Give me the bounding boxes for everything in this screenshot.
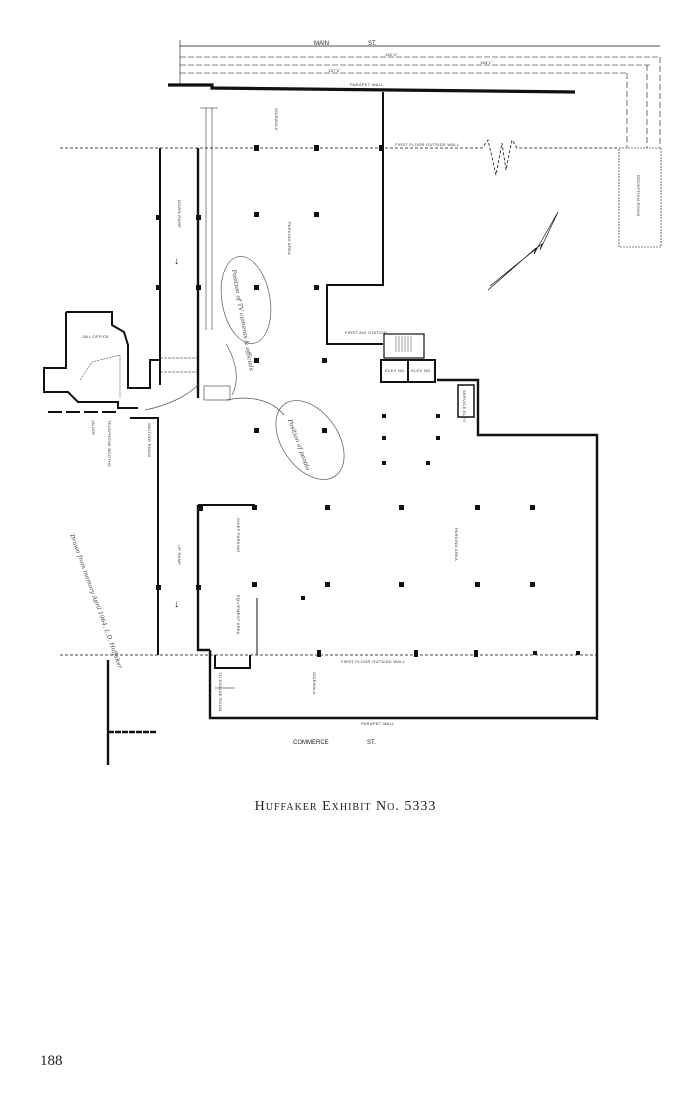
- sidewalk-label: SIDEWALK: [274, 108, 279, 131]
- handwritten-note-lower: Position of people: [286, 417, 312, 472]
- columns: [156, 145, 580, 657]
- up-ramp-wall-east: [196, 505, 210, 652]
- annotation-box: [203, 385, 231, 401]
- elevator-1-label: ELEV NO. 1: [385, 368, 410, 373]
- annotation-leader: [225, 397, 285, 416]
- annotation-leader: [144, 384, 199, 411]
- jail-office-wall: [66, 311, 160, 389]
- engine-room-wall: [214, 655, 251, 669]
- chief-parking-label: CHIEF PARKING: [236, 518, 241, 553]
- parking-area-label: PARKING AREA: [454, 528, 459, 561]
- page-number: 188: [40, 1053, 63, 1069]
- down-arrow-icon: ↓: [174, 256, 179, 267]
- street-suffix: ST.: [368, 41, 377, 47]
- north-arrow-icon: [487, 211, 559, 291]
- dimension-label: 165'1": [480, 60, 493, 65]
- elevator-2: [407, 359, 436, 383]
- parapet-wall-top: [168, 83, 576, 94]
- service-elevator: [457, 384, 475, 418]
- handwritten-note-left: Drawn from memory April 1964, L.D. Huffa…: [68, 532, 124, 670]
- handwritten-note-upper: Position of TV cameras & officials: [230, 268, 255, 371]
- stairwell: [383, 333, 425, 359]
- service-elevator-label: SERVICE ELEV: [462, 390, 467, 422]
- corridor-wall: [130, 417, 159, 505]
- annotation-leader: [225, 343, 237, 396]
- elevator-2-label: ELEV NO. 2: [411, 368, 436, 373]
- first-aid-station-label: FIRST AID STATION: [345, 330, 387, 335]
- dimension-label: 162'4": [385, 52, 398, 57]
- jailer-label: JAILER: [91, 420, 96, 435]
- outside-wall-label: FIRST FLOOR OUTSIDE WALL: [395, 142, 460, 147]
- parapet-wall-label: PARAPET WALL: [361, 721, 395, 726]
- exhibit-caption: Huffaker Exhibit No. 5333: [254, 799, 437, 814]
- parapet-wall-label: PARAPET WALL: [350, 82, 384, 87]
- dimension-label: 157'6": [328, 68, 341, 73]
- engine-room-label: TO ENGINE ROOM: [218, 672, 223, 712]
- telephone-booths-label: TELEPHONE BOOTHS: [107, 420, 112, 467]
- stair-treads: [395, 336, 412, 352]
- interior-wall: [326, 92, 384, 345]
- up-ramp-label: UP RAMP: [177, 545, 182, 565]
- parking-area-label: PARKING AREA: [287, 222, 292, 255]
- annotation-oval-lower: [275, 400, 345, 480]
- street-name-main: MAIN: [314, 41, 329, 47]
- counter-outline: [79, 354, 121, 398]
- exterior-wall-east: [437, 378, 599, 720]
- annotation-oval-upper: [220, 256, 272, 344]
- first-floor-outside-wall-top: [60, 138, 620, 176]
- parapet-wall-bottom: [208, 650, 597, 720]
- reception-room-label: RECEPTION ROOM: [636, 175, 641, 216]
- down-arrow-icon: ↓: [174, 599, 179, 610]
- waiting-room-label: WAITING ROOM: [147, 423, 152, 457]
- reception-room: [618, 147, 662, 248]
- street-suffix: ST.: [367, 740, 376, 746]
- jail-office-label: JAIL OFFICE: [82, 334, 109, 339]
- jail-office-wall: [43, 312, 138, 409]
- outside-wall-label: FIRST FLOOR OUTSIDE WALL: [341, 659, 406, 664]
- equipment-area-label: EQUIPMENT AREA: [236, 595, 241, 635]
- down-ramp-label: DOWN RAMP: [177, 200, 182, 228]
- sidewalk-label: SIDEWALK: [312, 672, 317, 695]
- street-name-commerce: COMMERCE: [293, 740, 329, 746]
